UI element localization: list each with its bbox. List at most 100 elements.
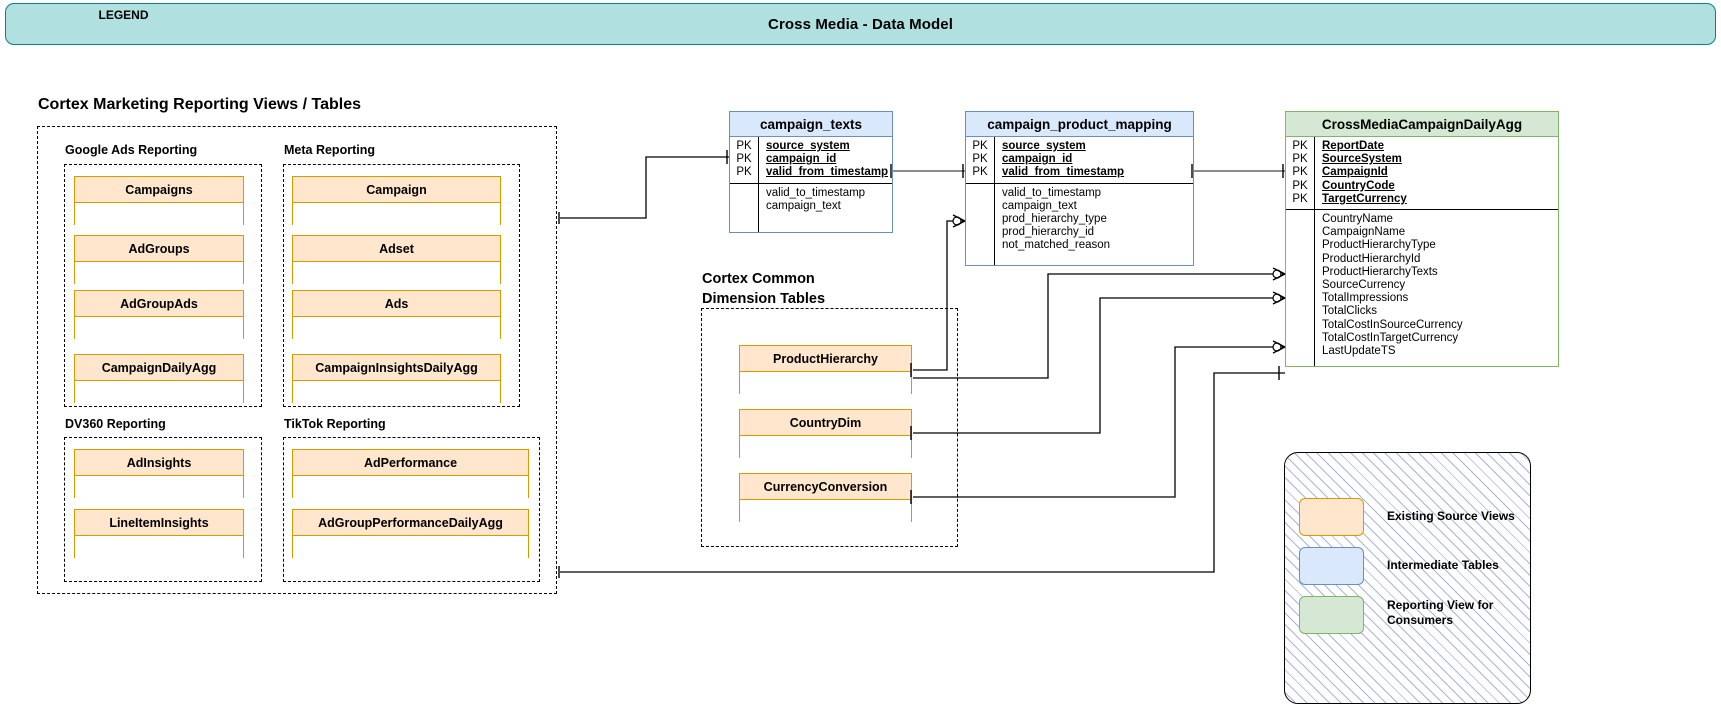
field-name: prod_hierarchy_id [1002,226,1095,239]
field-name: valid_to_timestamp [766,186,866,199]
key-field: CountryCode [1322,179,1395,192]
table-box-campaigns-title: Campaigns [75,177,243,203]
dimension-panel-title-line1: Cortex Common [702,271,815,287]
table-box-adinsights-body [75,476,243,500]
er-table-crossmediacampaigndailyagg-keys: PK PK PK PK PK ReportDate SourceSystem C… [1286,137,1558,210]
marker-many-mapping [952,214,966,228]
field-name: ProductHierarchyTexts [1322,265,1438,278]
group-box-google-ads [64,164,262,407]
table-box-campaigndailyagg[interactable]: CampaignDailyAgg [74,354,244,405]
key-field: valid_from_timestamp [766,166,889,179]
field-name: prod_hierarchy_type [1002,213,1107,226]
key-field: CampaignId [1322,166,1388,179]
key-field: ReportDate [1322,140,1384,152]
table-box-campaign-body [293,203,500,227]
dimension-panel-title: Cortex Common Dimension Tables [702,269,825,309]
wire-left-to-campaign-texts [560,156,729,219]
key-tag: PK [972,153,988,166]
field-tag-column [730,183,759,232]
table-box-campaigns[interactable]: Campaigns [74,176,244,227]
table-box-campaigndailyagg-title: CampaignDailyAgg [75,355,243,381]
table-box-lineiteminsights[interactable]: LineItemInsights [74,509,244,560]
key-field-column: source_system campaign_id valid_from_tim… [995,137,1193,183]
key-field: source_system [1002,140,1086,152]
table-box-adset[interactable]: Adset [292,235,501,286]
table-box-adgroupperformancedailyagg-title: AdGroupPerformanceDailyAgg [293,510,528,536]
legend-label-intermediate-tables: Intermediate Tables [1387,558,1499,572]
field-name: SourceCurrency [1322,279,1406,292]
er-table-campaign-texts-keys: PK PK PK source_system campaign_id valid… [730,137,892,183]
key-tag: PK [1292,179,1308,192]
legend-title: LEGEND [98,8,149,22]
er-table-crossmediacampaigndailyagg[interactable]: CrossMediaCampaignDailyAgg PK PK PK PK P… [1285,111,1559,368]
table-box-adperformance-title: AdPerformance [293,450,528,476]
wire-countrydim-to-crossmedia [913,297,1285,434]
table-box-currencyconversion-body [740,500,911,524]
left-panel-title: Cortex Marketing Reporting Views / Table… [38,96,362,113]
key-tag: PK [972,166,988,179]
key-field: campaign_id [1002,153,1073,166]
table-box-adgroups[interactable]: AdGroups [74,235,244,286]
field-name-column: valid_to_timestamp campaign_text [759,184,892,232]
table-box-campaigninsightsdailyagg[interactable]: CampaignInsightsDailyAgg [292,354,501,405]
table-box-adinsights[interactable]: AdInsights [74,449,244,500]
table-box-adperformance-body [293,476,528,500]
cortex-marketing-container [37,126,557,594]
key-tag: PK [1292,166,1308,179]
table-box-adgroupads-body [75,317,243,341]
table-box-adgroupperformancedailyagg-body [293,536,528,560]
table-box-campaign[interactable]: Campaign [292,176,501,227]
field-name: valid_to_timestamp [1002,186,1102,199]
key-field-column: ReportDate SourceSystem CampaignId Count… [1315,137,1558,209]
key-tag: PK [736,166,752,179]
table-box-countrydim[interactable]: CountryDim [739,409,912,460]
group-title-google-ads: Google Ads Reporting [65,143,198,157]
key-tag-column: PK PK PK [966,137,995,183]
table-box-ads[interactable]: Ads [292,290,501,341]
table-box-currencyconversion[interactable]: CurrencyConversion [739,473,912,524]
field-name: ProductHierarchyId [1322,252,1421,265]
marker-many-crossmedia-2 [1272,291,1286,305]
table-box-adgroupads[interactable]: AdGroupAds [74,290,244,341]
marker-many-crossmedia-3 [1272,340,1286,354]
wire-producthierarchy-to-crossmedia [913,273,1285,379]
field-name: campaign_text [766,199,841,212]
key-field: campaign_id [766,153,837,166]
key-tag: PK [736,153,752,166]
table-box-campaign-title: Campaign [293,177,500,203]
marker-many-crossmedia-1 [1272,267,1286,281]
table-box-adinsights-title: AdInsights [75,450,243,476]
table-box-adgroupads-title: AdGroupAds [75,291,243,317]
table-box-adgroupperformancedailyagg[interactable]: AdGroupPerformanceDailyAgg [292,509,529,560]
key-tag: PK [736,140,752,152]
table-box-adset-body [293,262,500,286]
er-table-campaign-texts[interactable]: campaign_texts PK PK PK source_system ca… [729,111,893,233]
table-box-campaigninsightsdailyagg-body [293,381,500,405]
field-tag-column [966,183,995,265]
field-name: campaign_text [1002,199,1077,212]
table-box-adgroups-body [75,262,243,286]
er-table-campaign-texts-title: campaign_texts [730,112,892,137]
table-box-adperformance[interactable]: AdPerformance [292,449,529,500]
field-name: TotalImpressions [1322,292,1409,305]
table-box-ads-title: Ads [293,291,500,317]
group-box-dv360 [64,437,262,582]
key-field-column: source_system campaign_id valid_from_tim… [759,137,892,183]
table-box-currencyconversion-title: CurrencyConversion [740,474,911,500]
table-box-adgroups-title: AdGroups [75,236,243,262]
key-tag: PK [1292,153,1308,166]
marker-zero-mapping [952,216,962,226]
key-field: valid_from_timestamp [1002,166,1125,179]
group-box-tiktok [283,437,540,582]
field-name-column: CountryName CampaignName ProductHierarch… [1315,210,1558,366]
er-table-campaign-product-mapping-fields: valid_to_timestamp campaign_text prod_hi… [966,182,1193,265]
field-name: LastUpdateTS [1322,345,1396,358]
field-name: ProductHierarchyType [1322,239,1436,252]
group-title-dv360: DV360 Reporting [65,417,166,431]
table-box-producthierarchy[interactable]: ProductHierarchy [739,345,912,396]
er-table-crossmediacampaigndailyagg-title: CrossMediaCampaignDailyAgg [1286,112,1558,137]
er-table-campaign-product-mapping[interactable]: campaign_product_mapping PK PK PK source… [965,111,1194,266]
marker-zero-crossmedia-2 [1272,293,1282,303]
table-box-campaigninsightsdailyagg-title: CampaignInsightsDailyAgg [293,355,500,381]
table-box-countrydim-body [740,436,911,460]
